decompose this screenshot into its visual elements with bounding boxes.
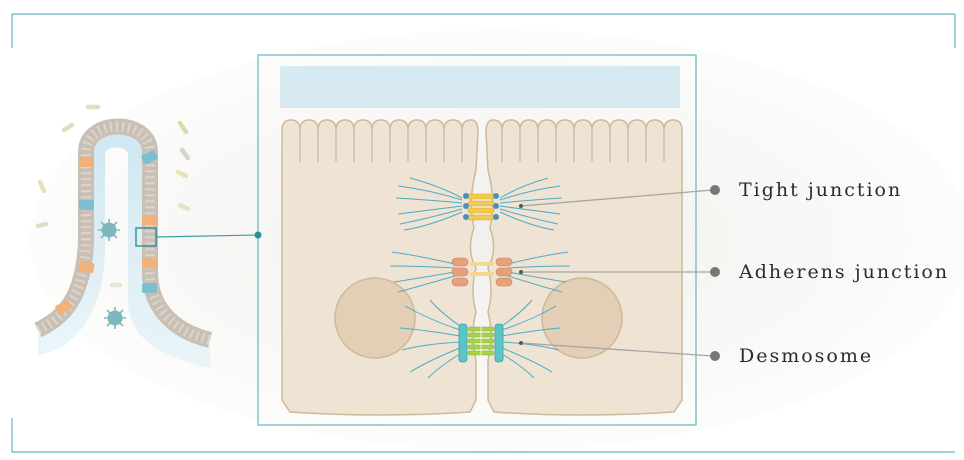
- lumen-band: [280, 66, 680, 108]
- virus-icon: [98, 219, 120, 241]
- nucleus: [335, 278, 415, 358]
- desmosome-label: Desmosome: [739, 345, 873, 367]
- tight-junction-label: Tight junction: [739, 179, 902, 201]
- virus-icon: [104, 307, 126, 329]
- adherens-junction-label: Adherens junction: [739, 261, 949, 283]
